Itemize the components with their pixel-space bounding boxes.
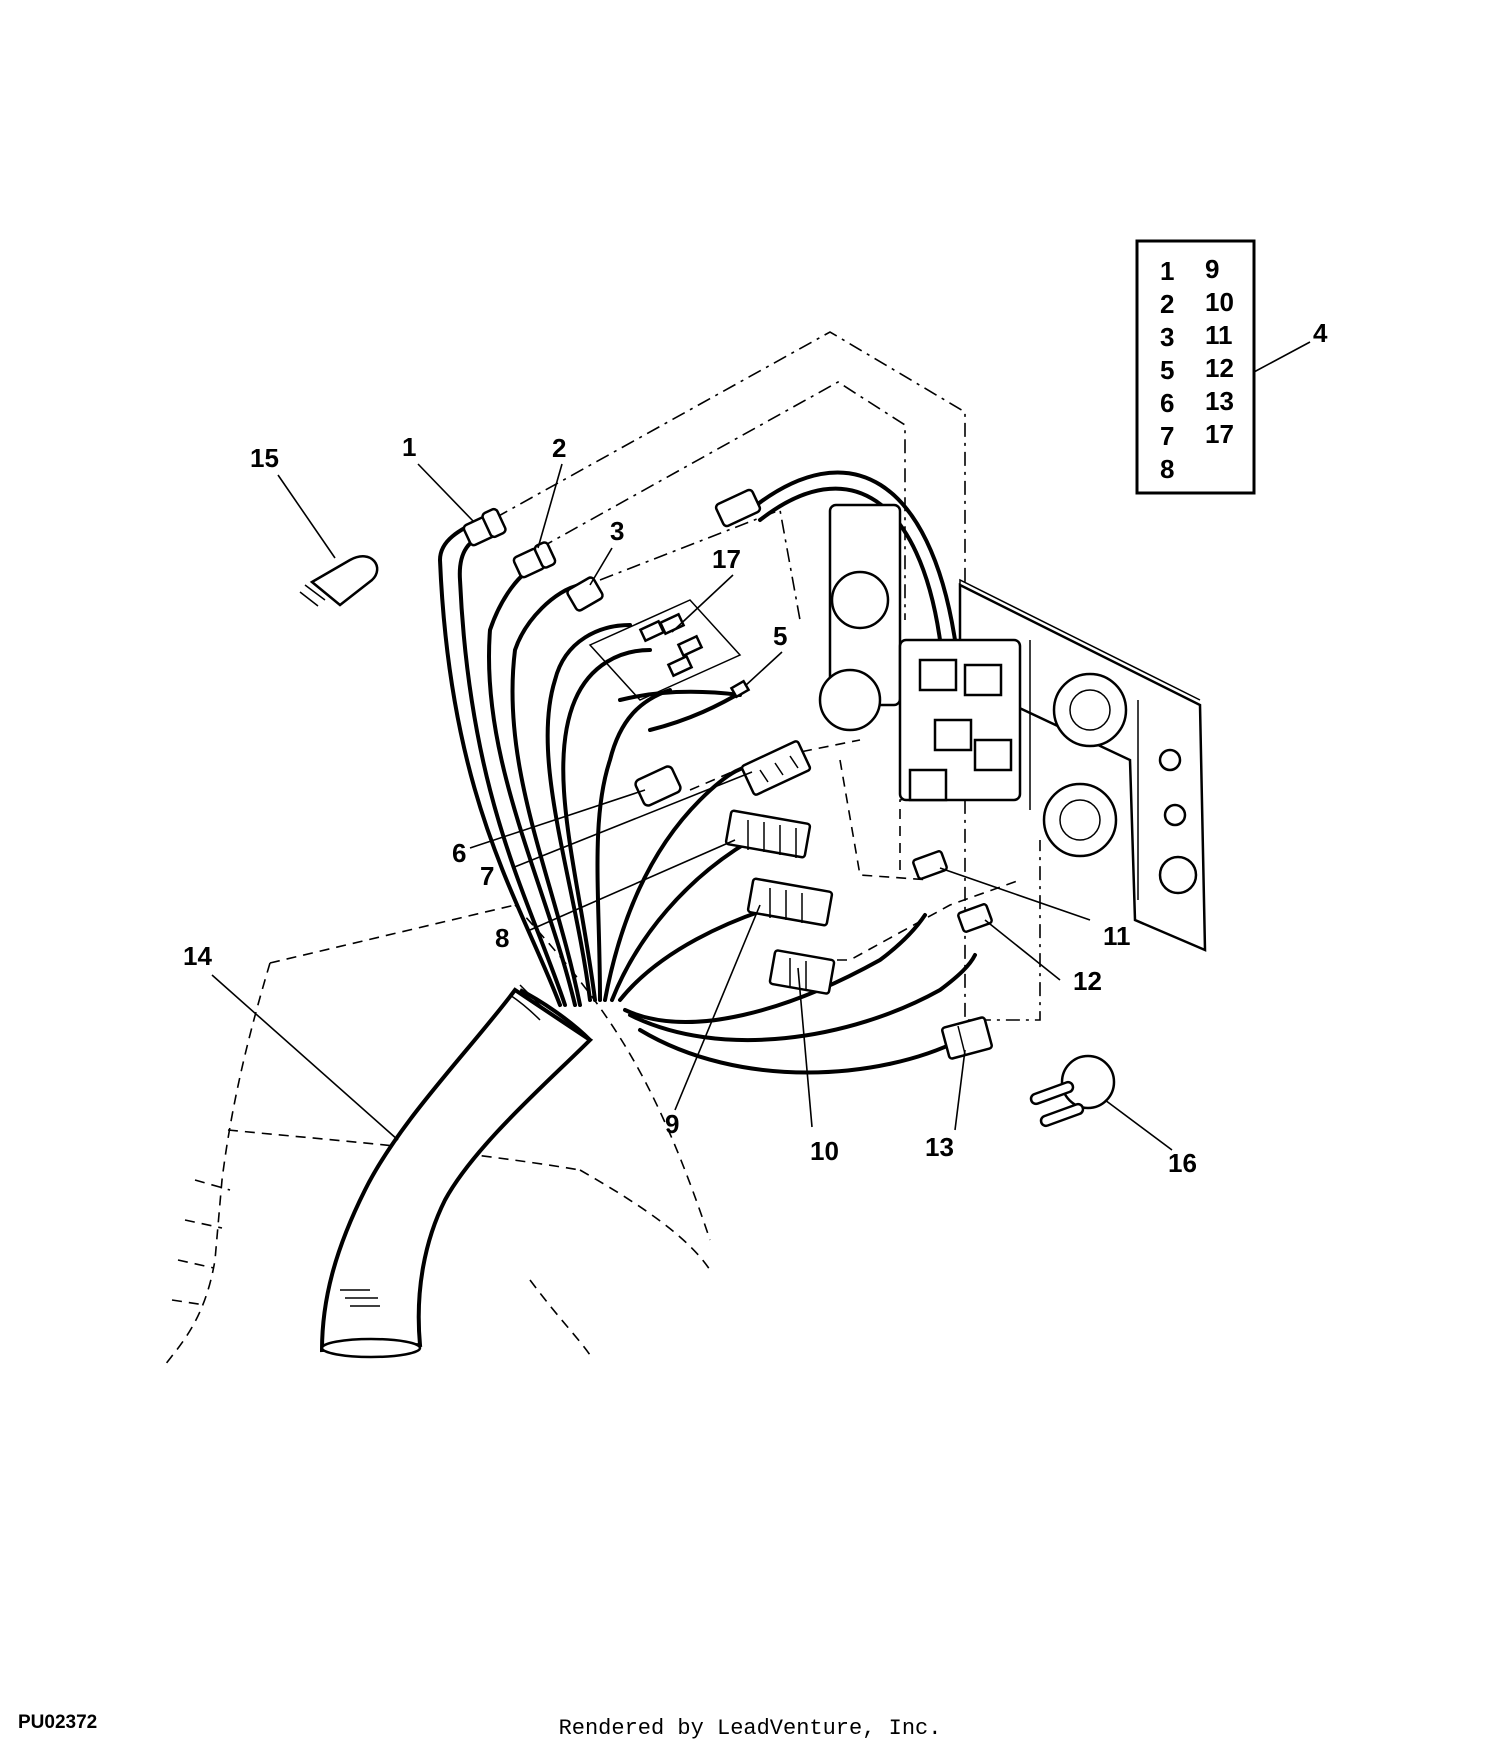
- kit-item: 5: [1160, 355, 1174, 385]
- connector-11: [912, 850, 948, 880]
- callout-2: 2: [552, 433, 566, 463]
- kit-item: 6: [1160, 388, 1174, 418]
- render-credit: Rendered by LeadVenture, Inc.: [558, 1716, 942, 1741]
- callout-9: 9: [665, 1109, 679, 1139]
- connector-1: [462, 507, 507, 547]
- callout-8: 8: [495, 923, 509, 953]
- callout-labels: 1 2 3 4 5 6 7 8 9 10 11 12 13 14 15 16 1…: [183, 318, 1328, 1178]
- callout-10: 10: [810, 1136, 839, 1166]
- dash-panel: [818, 503, 1207, 952]
- callout-3: 3: [610, 516, 624, 546]
- callout-13: 13: [925, 1132, 954, 1162]
- kit-item: 10: [1205, 287, 1234, 317]
- bulb-15: [299, 555, 379, 607]
- wire-bundle: [437, 518, 977, 1075]
- connector-6: [634, 765, 682, 807]
- harness-trunk: [319, 984, 594, 1359]
- kit-item: 1: [1160, 256, 1174, 286]
- kit-item: 9: [1205, 254, 1219, 284]
- figure-code: PU02372: [18, 1712, 98, 1733]
- connector-3: [566, 576, 604, 612]
- leader-lines: [211, 463, 1173, 1151]
- callout-1: 1: [402, 432, 416, 462]
- connector-10: [768, 949, 836, 995]
- connector-8: [724, 809, 812, 859]
- connector-9: [746, 877, 834, 927]
- kit-item: 17: [1205, 419, 1234, 449]
- top-cable: [714, 470, 957, 642]
- callout-15: 15: [250, 443, 279, 473]
- kit-item: 3: [1160, 322, 1174, 352]
- kit-item: 12: [1205, 353, 1234, 383]
- callout-6: 6: [452, 838, 466, 868]
- bulb-16: [1029, 1054, 1116, 1128]
- kit-item: 8: [1160, 454, 1174, 484]
- kit-item: 13: [1205, 386, 1234, 416]
- connector-12: [957, 903, 993, 933]
- kit-item: 2: [1160, 289, 1174, 319]
- callout-4: 4: [1313, 318, 1328, 348]
- callout-12: 12: [1073, 966, 1102, 996]
- kit-item: 7: [1160, 421, 1174, 451]
- sub-harness-17: [588, 599, 742, 701]
- callout-7: 7: [480, 861, 494, 891]
- callout-14: 14: [183, 941, 212, 971]
- callout-17: 17: [712, 544, 741, 574]
- connector-13: [941, 1016, 993, 1060]
- kit-item: 11: [1205, 320, 1233, 350]
- terminal-5: [648, 679, 751, 732]
- connector-7: [740, 740, 812, 796]
- callout-5: 5: [773, 621, 787, 651]
- callout-11: 11: [1103, 921, 1131, 951]
- connector-2: [512, 541, 557, 579]
- callout-16: 16: [1168, 1148, 1197, 1178]
